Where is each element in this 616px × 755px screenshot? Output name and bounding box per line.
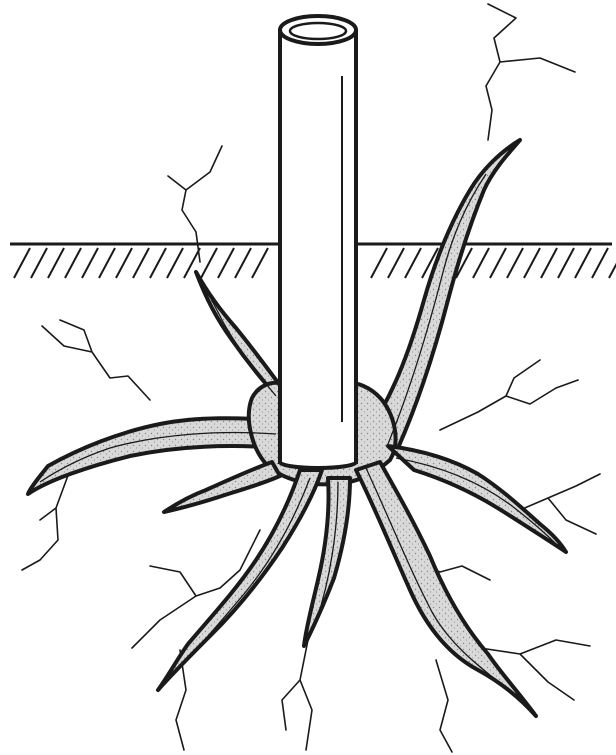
hatch-stroke [201, 248, 217, 278]
hatch-stroke [235, 248, 251, 278]
injection-pipe [280, 16, 356, 468]
crack-bottom-2 [282, 640, 312, 750]
hatch-stroke [99, 248, 115, 278]
crack-left [42, 320, 150, 400]
hatch-stroke [150, 248, 166, 278]
crack-right-upper [440, 360, 578, 430]
hatch-stroke [252, 248, 268, 278]
pipe-body [280, 32, 356, 462]
hatch-stroke [82, 248, 98, 278]
hatch-stroke [48, 248, 64, 278]
hatch-stroke [609, 248, 616, 278]
hatch-stroke [541, 248, 557, 278]
hatch-stroke [133, 248, 149, 278]
hatch-stroke [218, 248, 234, 278]
hatch-stroke [65, 248, 81, 278]
hatch-stroke [167, 248, 183, 278]
hatch-stroke [558, 248, 574, 278]
hatch-stroke [116, 248, 132, 278]
crack-upper-right [486, 4, 575, 140]
hatch-stroke [507, 248, 523, 278]
hatch-stroke [388, 248, 404, 278]
pipe-bore [290, 23, 346, 39]
hatch-stroke [524, 248, 540, 278]
hatch-stroke [575, 248, 591, 278]
hatch-stroke [405, 248, 421, 278]
grout-vein-upper-left [196, 272, 282, 400]
hatch-stroke [490, 248, 506, 278]
grout-vein-lower-center [304, 478, 350, 646]
hatch-stroke [371, 248, 387, 278]
grout-vein-mid-left [164, 462, 280, 512]
hatch-stroke [14, 248, 30, 278]
crack-bottom-3 [436, 660, 452, 752]
hatch-stroke [31, 248, 47, 278]
hatch-stroke [592, 248, 608, 278]
hatch-stroke [473, 248, 489, 278]
